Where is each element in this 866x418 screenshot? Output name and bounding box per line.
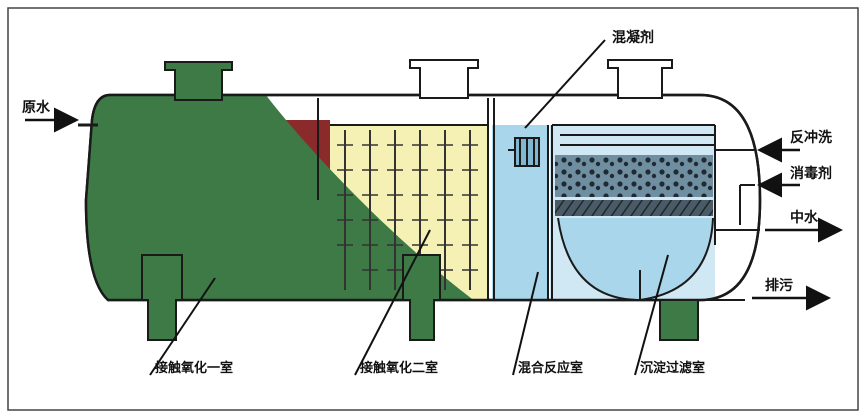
top-nozzles: [164, 59, 673, 101]
aeration-bristles: [337, 144, 478, 271]
label-sedimentation-filter: 沉淀过滤室: [640, 360, 705, 376]
label-contact-oxidation-2: 接触氧化二室: [360, 360, 438, 376]
aeration-media: [344, 130, 471, 290]
label-backwash: 反冲洗: [790, 129, 832, 146]
flow-arrows: [25, 107, 843, 311]
label-raw-water: 原水: [22, 99, 51, 116]
label-coagulant: 混凝剂: [612, 29, 654, 46]
label-sludge-discharge: 排污: [765, 277, 793, 294]
mixer-device: [508, 137, 540, 167]
backwash-header: [560, 134, 715, 146]
label-reclaimed-water: 中水: [790, 209, 819, 226]
label-disinfectant: 消毒剂: [790, 165, 832, 182]
filter-gravel-layer: [555, 155, 713, 197]
label-mixing-reaction: 混合反应室: [518, 360, 583, 376]
chamber-contact-oxidation-1: [86, 95, 480, 300]
support-legs: [141, 254, 699, 341]
filter-hatch-layer: [555, 200, 713, 216]
leader-lines: [149, 39, 669, 376]
side-pipes: [650, 149, 760, 301]
label-contact-oxidation-1: 接触氧化一室: [155, 360, 233, 376]
outer-border: [7, 7, 859, 411]
